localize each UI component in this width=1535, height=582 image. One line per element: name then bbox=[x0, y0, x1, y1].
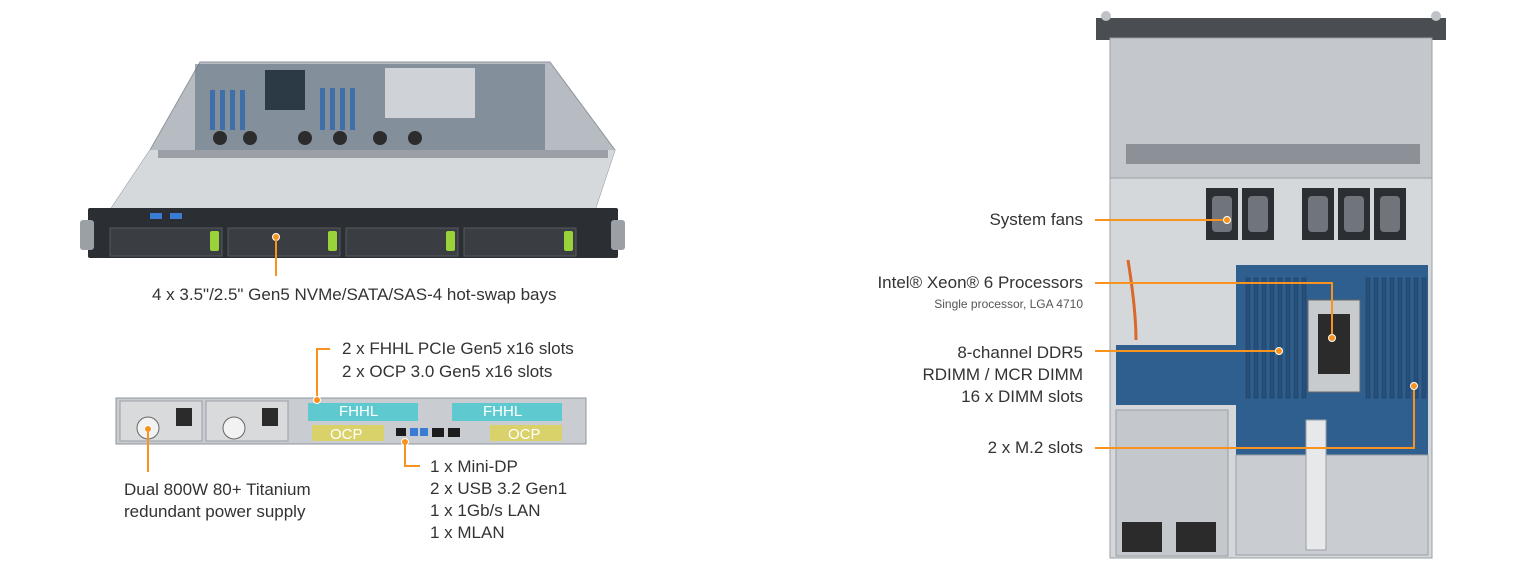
io-line-2: 2 x USB 3.2 Gen1 bbox=[430, 479, 568, 498]
memory-callout-line bbox=[1095, 350, 1277, 352]
m2-callout-dot bbox=[1410, 382, 1418, 390]
top-view-server-image bbox=[1096, 11, 1446, 559]
memory-line-1: 8-channel DDR5 bbox=[957, 343, 1083, 362]
rear-server-image bbox=[115, 397, 587, 445]
psu-line-1: Dual 800W 80+ Titanium bbox=[124, 480, 311, 499]
fans-callout-line bbox=[1095, 219, 1226, 221]
m2-callout-v bbox=[1413, 386, 1415, 449]
fhhl-tag-1: FHHL bbox=[339, 403, 379, 420]
io-callout-h bbox=[404, 465, 420, 467]
cpu-callout-dot bbox=[1328, 334, 1336, 342]
cpu-callout-h bbox=[1095, 282, 1333, 284]
slots-callout-dot bbox=[313, 396, 321, 404]
memory-callout-dot bbox=[1275, 347, 1283, 355]
io-line-1: 1 x Mini-DP bbox=[430, 457, 518, 476]
slots-callout-v bbox=[316, 348, 318, 398]
front-server-image bbox=[80, 61, 625, 258]
psu-callout-v bbox=[147, 432, 149, 472]
cpu-callout-v bbox=[1331, 282, 1333, 337]
io-callout-v bbox=[404, 444, 406, 467]
m2-label: 2 x M.2 slots bbox=[987, 438, 1083, 457]
bays-label: 4 x 3.5"/2.5" Gen5 NVMe/SATA/SAS-4 hot-s… bbox=[152, 285, 557, 304]
cpu-sublabel: Single processor, LGA 4710 bbox=[934, 297, 1083, 311]
fhhl-tag-2: FHHL bbox=[483, 403, 523, 420]
memory-line-3: 16 x DIMM slots bbox=[961, 387, 1083, 406]
fans-label: System fans bbox=[989, 210, 1083, 229]
io-line-3: 1 x 1Gb/s LAN bbox=[430, 501, 541, 520]
memory-line-2: RDIMM / MCR DIMM bbox=[922, 365, 1083, 384]
ocp-tag-2: OCP bbox=[508, 426, 541, 443]
ocp-tag-1: OCP bbox=[330, 426, 363, 443]
psu-line-2: redundant power supply bbox=[124, 502, 306, 521]
bays-callout-line bbox=[275, 240, 277, 276]
slots-label-1: 2 x FHHL PCIe Gen5 x16 slots bbox=[342, 339, 574, 358]
fans-callout-dot bbox=[1223, 216, 1231, 224]
m2-callout-h bbox=[1095, 447, 1415, 449]
slots-callout-h bbox=[316, 348, 330, 350]
slots-label-2: 2 x OCP 3.0 Gen5 x16 slots bbox=[342, 362, 553, 381]
cpu-label: Intel® Xeon® 6 Processors bbox=[877, 273, 1083, 292]
io-line-4: 1 x MLAN bbox=[430, 523, 505, 542]
